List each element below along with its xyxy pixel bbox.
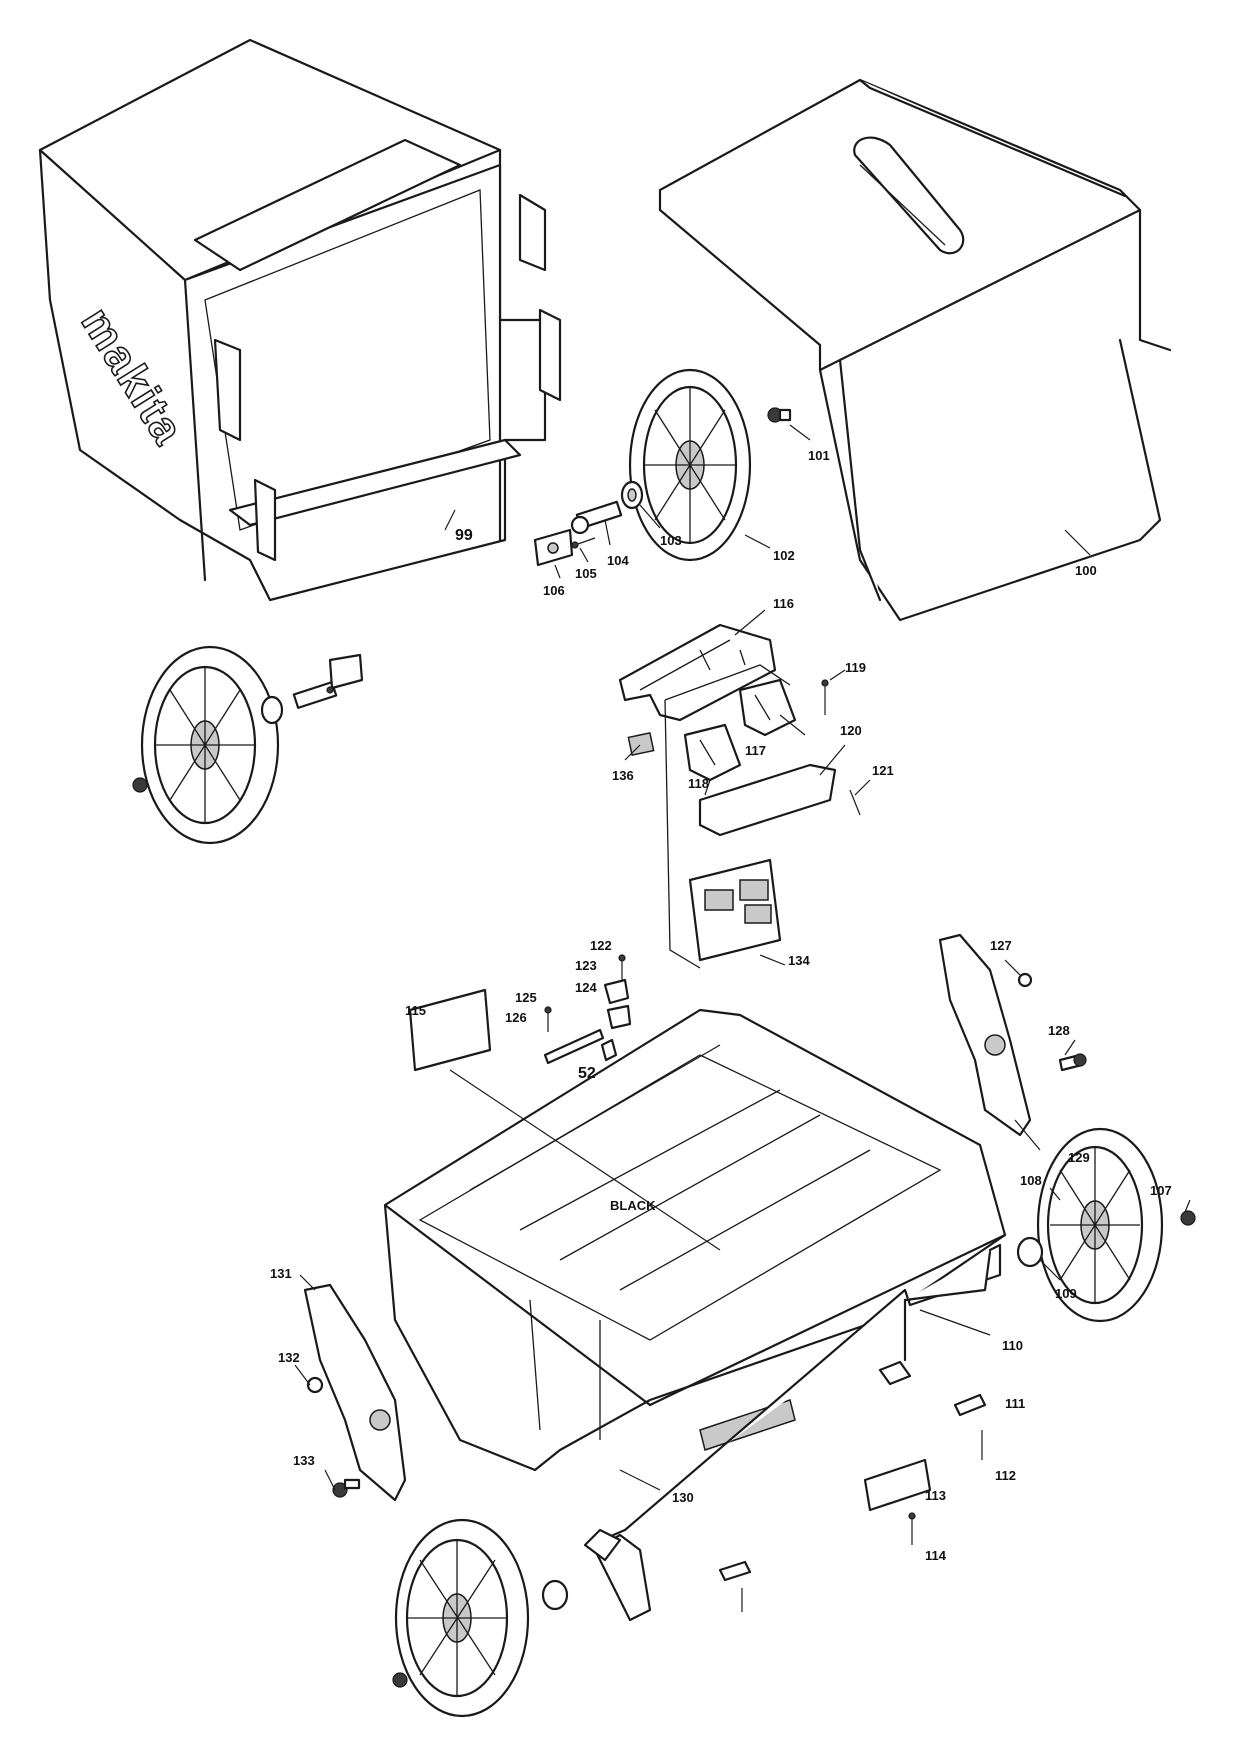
callout-122: 122 <box>590 938 612 953</box>
side-plate-131 <box>303 1283 407 1502</box>
controller-134 <box>664 664 791 969</box>
callout-101: 101 <box>808 448 830 463</box>
mower-deck: BLACK <box>383 1008 1007 1472</box>
washer-front-left <box>541 1579 569 1611</box>
bolt-128 <box>1058 1053 1087 1072</box>
bolt-132 <box>306 1376 324 1394</box>
bolt-107 <box>1180 1210 1196 1226</box>
washer-left <box>260 695 284 725</box>
axle-shaft-left <box>292 681 338 709</box>
holder-120 <box>698 763 837 837</box>
callout-106: 106 <box>543 583 565 598</box>
callout-130: 130 <box>672 1490 694 1505</box>
clip-123 <box>603 978 630 1005</box>
bolt-front-left <box>392 1672 408 1688</box>
washer-109 <box>1016 1236 1044 1268</box>
callout-127: 127 <box>990 938 1012 953</box>
screw-119 <box>821 679 829 715</box>
terminal-118 <box>683 723 742 782</box>
bolt-left <box>132 777 148 793</box>
callout-132: 132 <box>278 1350 300 1365</box>
clip-124 <box>606 1004 632 1030</box>
screw-125 <box>544 1006 552 1032</box>
handle-frame <box>658 78 1172 622</box>
wheel-front-left <box>394 1518 530 1718</box>
screw-105 <box>571 537 596 549</box>
wheel-front-right <box>1036 1127 1164 1323</box>
deck-label-black: BLACK <box>610 1198 656 1213</box>
washer-103 <box>620 480 644 510</box>
callout-115: 115 <box>405 1003 426 1018</box>
callout-103: 103 <box>660 533 682 548</box>
link-126 <box>543 1028 605 1065</box>
callout-111: 111 <box>1005 1396 1025 1411</box>
callout-108: 108 <box>1020 1173 1042 1188</box>
callout-136: 136 <box>612 768 634 783</box>
callout-100: 100 <box>1075 563 1097 578</box>
callout-120: 120 <box>840 723 862 738</box>
battery-cover-116 <box>618 623 777 722</box>
callout-126: 126 <box>505 1010 527 1025</box>
bracket-106 <box>533 528 574 567</box>
callout-117: 117 <box>745 743 766 758</box>
bracket-113 <box>863 1458 932 1512</box>
callout-105: 105 <box>575 566 597 581</box>
callout-116: 116 <box>773 596 794 611</box>
callout-131: 131 <box>270 1266 292 1281</box>
grass-box: makita <box>38 38 562 602</box>
callout-112: 112 <box>995 1468 1016 1483</box>
bolt-133 <box>332 1478 361 1498</box>
callout-102: 102 <box>773 548 795 563</box>
callout-99: 99 <box>455 527 473 544</box>
callout-labels: 99 100 101 102 103 104 105 106 116 119 1… <box>270 448 1172 1563</box>
callout-133: 133 <box>293 1453 315 1468</box>
callout-129: 129 <box>1068 1150 1090 1165</box>
callout-110: 110 <box>1002 1338 1023 1353</box>
leader-lines <box>294 424 1191 1491</box>
callout-123: 123 <box>575 958 597 973</box>
screw-121 <box>849 789 861 816</box>
callout-52: 52 <box>578 1065 596 1082</box>
callout-118: 118 <box>688 776 709 791</box>
axle-shaft-104 <box>570 500 623 535</box>
side-plate-129 <box>938 933 1032 1137</box>
callout-114: 114 <box>925 1548 947 1563</box>
callout-121: 121 <box>872 763 894 778</box>
callout-104: 104 <box>607 553 629 568</box>
callout-134: 134 <box>788 953 810 968</box>
callout-113: 113 <box>925 1488 946 1503</box>
wheel-rear-right <box>628 368 752 562</box>
plate-111 <box>953 1393 987 1417</box>
screw-114 <box>908 1512 916 1545</box>
foam-115 <box>408 988 492 1072</box>
clip-52 <box>600 1038 618 1062</box>
front-axle-110 <box>583 1243 1002 1622</box>
callout-107: 107 <box>1150 1183 1172 1198</box>
screw-122 <box>618 954 626 980</box>
callout-128: 128 <box>1048 1023 1070 1038</box>
callout-109: 109 <box>1055 1286 1077 1301</box>
callout-124: 124 <box>575 980 597 995</box>
plate-front-left <box>718 1560 752 1612</box>
bracket-left <box>326 653 364 694</box>
terminal-117 <box>738 678 797 737</box>
bolt-101 <box>767 407 792 423</box>
pad-136 <box>627 732 655 756</box>
callout-119: 119 <box>845 660 866 675</box>
wheel-rear-left <box>140 645 280 845</box>
bolt-127 <box>1017 972 1033 988</box>
callout-125: 125 <box>515 990 537 1005</box>
